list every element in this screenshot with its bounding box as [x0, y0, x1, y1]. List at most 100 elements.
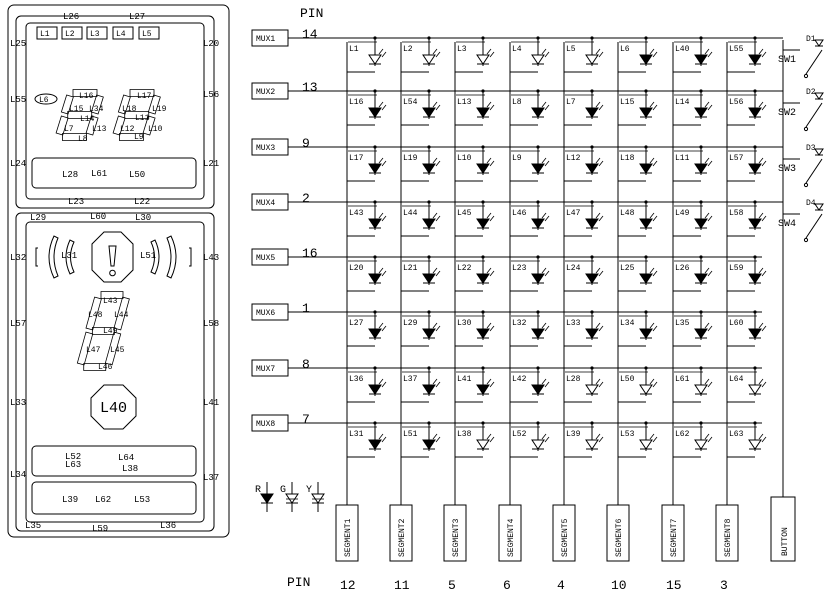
mux-label: MUX7 [256, 365, 275, 374]
led-diode-filled [585, 328, 599, 339]
led-diode-filled [368, 273, 382, 284]
label-l35: L35 [25, 521, 41, 531]
led-label: L47 [566, 209, 581, 218]
led-diode-filled [748, 218, 762, 229]
emission-arrow [707, 381, 713, 388]
emission-arrow [704, 101, 710, 108]
led-diode-filled [694, 54, 708, 65]
segment-pin-number: 12 [340, 578, 356, 593]
led-cell: L14 [672, 89, 713, 126]
led-diode-filled [531, 218, 545, 229]
legend-y: Y [306, 482, 325, 512]
emission-arrow [598, 160, 604, 167]
digit-segment-label: L12 [120, 125, 135, 134]
emission-arrow [758, 101, 764, 108]
emission-arrow [432, 378, 438, 385]
digit-segment-label: L14 [80, 115, 95, 124]
panel-top-inner [25, 22, 205, 200]
label-l60: L60 [90, 212, 106, 222]
led-diode-filled [531, 384, 545, 395]
segment-pin-number: 11 [394, 578, 410, 593]
emission-arrow [541, 433, 547, 440]
emission-arrow [381, 325, 387, 332]
segment-label: SEGMENT5 [561, 518, 570, 557]
legend-g: G [280, 482, 299, 512]
digit-segment [104, 331, 122, 366]
led-cell: L51 [400, 421, 441, 458]
led-label: L50 [620, 375, 635, 384]
label-l64: L64 [118, 453, 134, 463]
led-label: L52 [512, 430, 527, 439]
led-cell: L35 [672, 310, 713, 347]
switch-diode-label: D1 [806, 35, 816, 44]
emission-arrow [489, 104, 495, 111]
emission-arrow [378, 157, 384, 164]
led-label: L39 [566, 430, 581, 439]
led-label: L51 [403, 430, 418, 439]
emission-arrow [649, 212, 655, 219]
led-label: L17 [349, 154, 364, 163]
led-cell: L44 [400, 200, 441, 237]
led-diode-filled [639, 163, 653, 174]
led-cell: L61 [672, 366, 713, 403]
emission-arrow [541, 378, 547, 385]
led-diode-open [476, 439, 490, 450]
indicator-box [36, 26, 58, 40]
emission-arrow [489, 436, 495, 443]
led-cell: L46 [509, 200, 550, 237]
led-label: L22 [457, 264, 472, 273]
switch-diode [814, 203, 824, 211]
emission-arrow [649, 433, 655, 440]
led-cell: L54 [400, 89, 441, 126]
switch-diode [814, 39, 824, 47]
led-cell: L22 [454, 255, 495, 292]
led-label: L7 [566, 98, 576, 107]
emission-arrow [761, 270, 767, 277]
emission-arrow [489, 325, 495, 332]
led-diode-filled [422, 107, 436, 118]
led-label: L15 [620, 98, 635, 107]
emission-arrow [652, 160, 658, 167]
label-l20: L20 [203, 39, 219, 49]
switch-lever [805, 158, 823, 184]
led-label: L16 [349, 98, 364, 107]
label-l38-box: L38 [122, 464, 138, 474]
digit-segment [129, 89, 155, 97]
led-diode-filled [368, 384, 382, 395]
led-diode-filled [476, 384, 490, 395]
led-label: L30 [457, 319, 472, 328]
emission-arrow [489, 215, 495, 222]
emission-arrow [595, 48, 601, 55]
pin-footer: PIN [287, 575, 310, 590]
led-cell: L34 [617, 310, 658, 347]
emission-arrow [761, 104, 767, 111]
emission-arrow [649, 267, 655, 274]
label-l21: L21 [203, 159, 219, 169]
panel-top: L26 L27 L25 L20 L55 L56 L24 L21 L23 L22 … [10, 12, 219, 209]
led-label: L13 [457, 98, 472, 107]
led-label: L41 [457, 375, 472, 384]
led-label: L44 [403, 209, 418, 218]
emission-arrow [432, 157, 438, 164]
label-l53: L53 [134, 495, 150, 505]
emission-arrow [704, 433, 710, 440]
led-diode-filled [422, 273, 436, 284]
led-label: L10 [457, 154, 472, 163]
led-cell: L37 [400, 366, 441, 403]
segment-box [715, 504, 739, 562]
led-cell: L8 [509, 89, 550, 126]
emission-arrow [378, 101, 384, 108]
emission-arrow [541, 212, 547, 219]
led-label: L34 [620, 319, 635, 328]
digit-segment-label: L9 [134, 133, 144, 142]
led-cell: L50 [617, 366, 658, 403]
segment-label: SEGMENT7 [670, 518, 679, 557]
emission-arrow [544, 51, 550, 58]
row-pin-number: 9 [302, 136, 310, 151]
emission-arrow [432, 101, 438, 108]
segment-pin-number: 6 [503, 578, 511, 593]
led-diode-open [639, 439, 653, 450]
emission-arrow [435, 270, 441, 277]
